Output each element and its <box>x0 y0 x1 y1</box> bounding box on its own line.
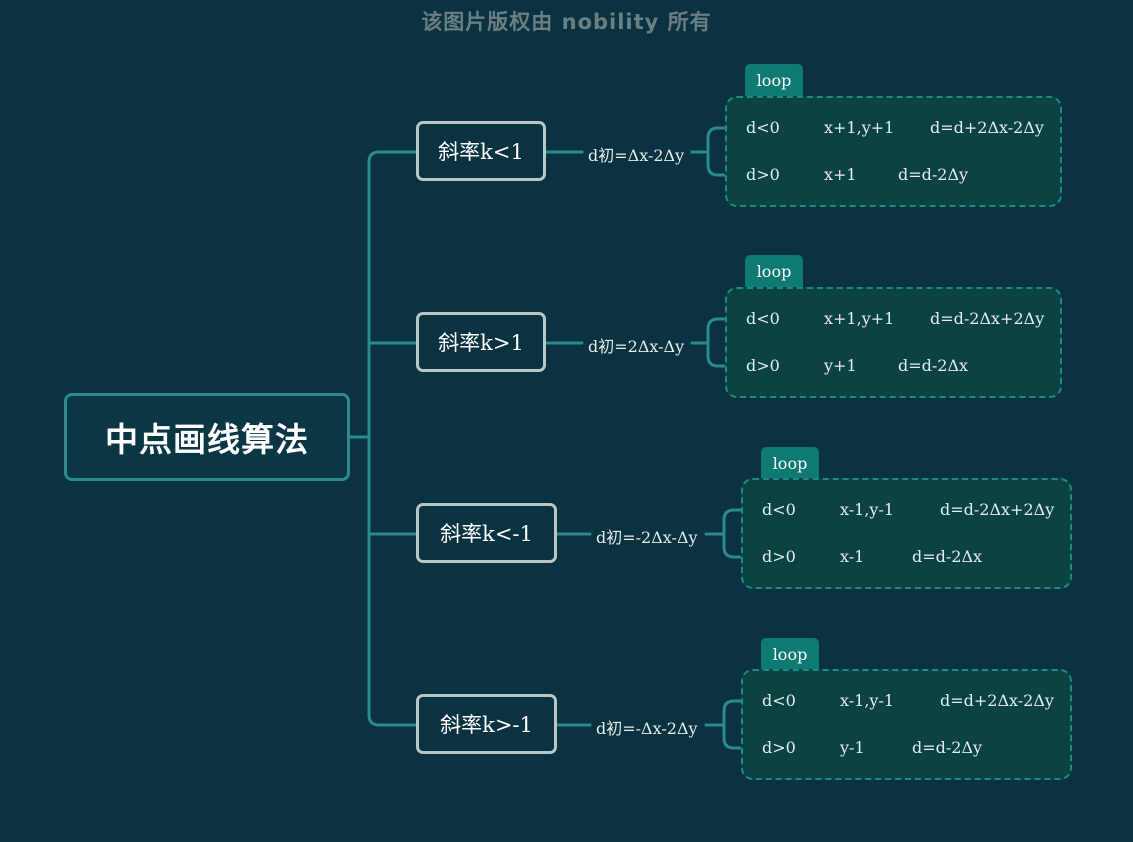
loop-tag: loop <box>761 638 819 670</box>
loop-row-connector <box>706 126 742 177</box>
loop-box <box>725 287 1062 398</box>
loop-row-connector <box>706 317 742 368</box>
loop-condition: d>0 <box>746 165 780 184</box>
trunk-connector <box>367 150 418 727</box>
init-value: d初=-Δx-2Δy <box>596 719 698 738</box>
loop-condition: d<0 <box>746 309 780 328</box>
loop-update: d=d+2Δx-2Δy <box>930 118 1044 137</box>
branch-label: 斜率k<-1 <box>440 522 533 546</box>
loop-step: y+1 <box>824 356 857 375</box>
branch-node-slope-gt-neg1[interactable]: 斜率k>-1 <box>416 694 557 754</box>
loop-update: d=d-2Δx+2Δy <box>940 500 1055 519</box>
branch-node-slope-lt-1[interactable]: 斜率k<1 <box>416 121 546 181</box>
loop-update: d=d+2Δx-2Δy <box>940 691 1054 710</box>
loop-condition: d<0 <box>762 500 796 519</box>
loop-condition: d>0 <box>762 547 796 566</box>
branch-node-slope-gt-1[interactable]: 斜率k>1 <box>416 312 546 372</box>
loop-box <box>741 478 1072 589</box>
loop-update: d=d-2Δy <box>898 165 969 184</box>
loop-update: d=d-2Δx <box>898 356 969 375</box>
loop-step: x+1 <box>824 165 857 184</box>
loop-step: x+1,y+1 <box>824 118 895 137</box>
loop-box <box>725 96 1062 207</box>
loop-condition: d<0 <box>762 691 796 710</box>
loop-step: x-1,y-1 <box>840 500 895 519</box>
loop-step: x-1 <box>840 547 865 566</box>
init-value: d初=Δx-2Δy <box>588 146 685 165</box>
loop-row-connector <box>722 508 758 559</box>
init-value: d初=2Δx-Δy <box>588 337 685 356</box>
watermark: 该图片版权由 nobility 所有 <box>421 10 712 34</box>
loop-update: d=d-2Δy <box>912 738 983 757</box>
loop-condition: d>0 <box>762 738 796 757</box>
root-node[interactable]: 中点画线算法 <box>64 393 350 481</box>
loop-tag: loop <box>745 64 803 96</box>
branch-node-slope-lt-neg1[interactable]: 斜率k<-1 <box>416 503 557 563</box>
loop-tag: loop <box>745 255 803 287</box>
branch-label: 斜率k<1 <box>438 140 524 164</box>
loop-update: d=d-2Δx <box>912 547 983 566</box>
loop-condition: d>0 <box>746 356 780 375</box>
loop-update: d=d-2Δx+2Δy <box>930 309 1045 328</box>
loop-box <box>741 669 1072 780</box>
loop-condition: d<0 <box>746 118 780 137</box>
loop-step: x-1,y-1 <box>840 691 895 710</box>
branch-label: 斜率k>-1 <box>440 713 533 737</box>
loop-step: y-1 <box>840 738 865 757</box>
branch-label: 斜率k>1 <box>438 331 524 355</box>
loop-tag: loop <box>761 447 819 479</box>
init-value: d初=-2Δx-Δy <box>596 528 698 547</box>
root-node-label: 中点画线算法 <box>105 420 309 459</box>
loop-row-connector <box>722 699 758 750</box>
loop-step: x+1,y+1 <box>824 309 895 328</box>
